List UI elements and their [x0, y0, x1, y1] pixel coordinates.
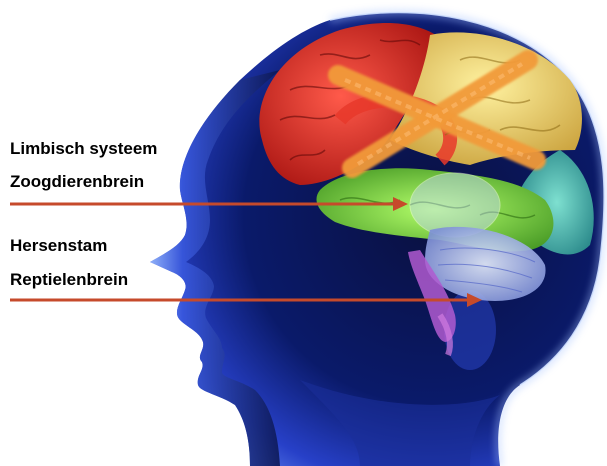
label-reptile-brain: Reptielenbrein — [10, 270, 128, 290]
label-brainstem: Hersenstam — [10, 236, 107, 256]
label-mammal-brain: Zoogdierenbrein — [10, 172, 144, 192]
label-limbic-system: Limbisch systeem — [10, 139, 157, 159]
